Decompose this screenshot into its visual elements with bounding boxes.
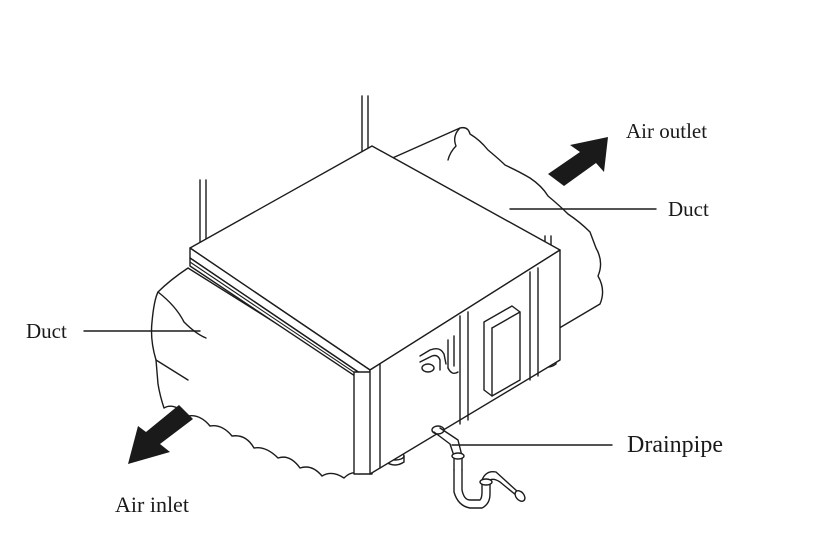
air-outlet-arrow-icon — [548, 137, 608, 186]
air-outlet-label: Air outlet — [626, 121, 707, 142]
air-inlet-arrow-icon — [128, 405, 193, 464]
duct-right-label: Duct — [668, 199, 709, 220]
drainpipe-label: Drainpipe — [627, 433, 723, 457]
drainpipe — [432, 426, 527, 508]
duct-left-label: Duct — [26, 321, 67, 342]
air-inlet-label: Air inlet — [115, 494, 189, 516]
